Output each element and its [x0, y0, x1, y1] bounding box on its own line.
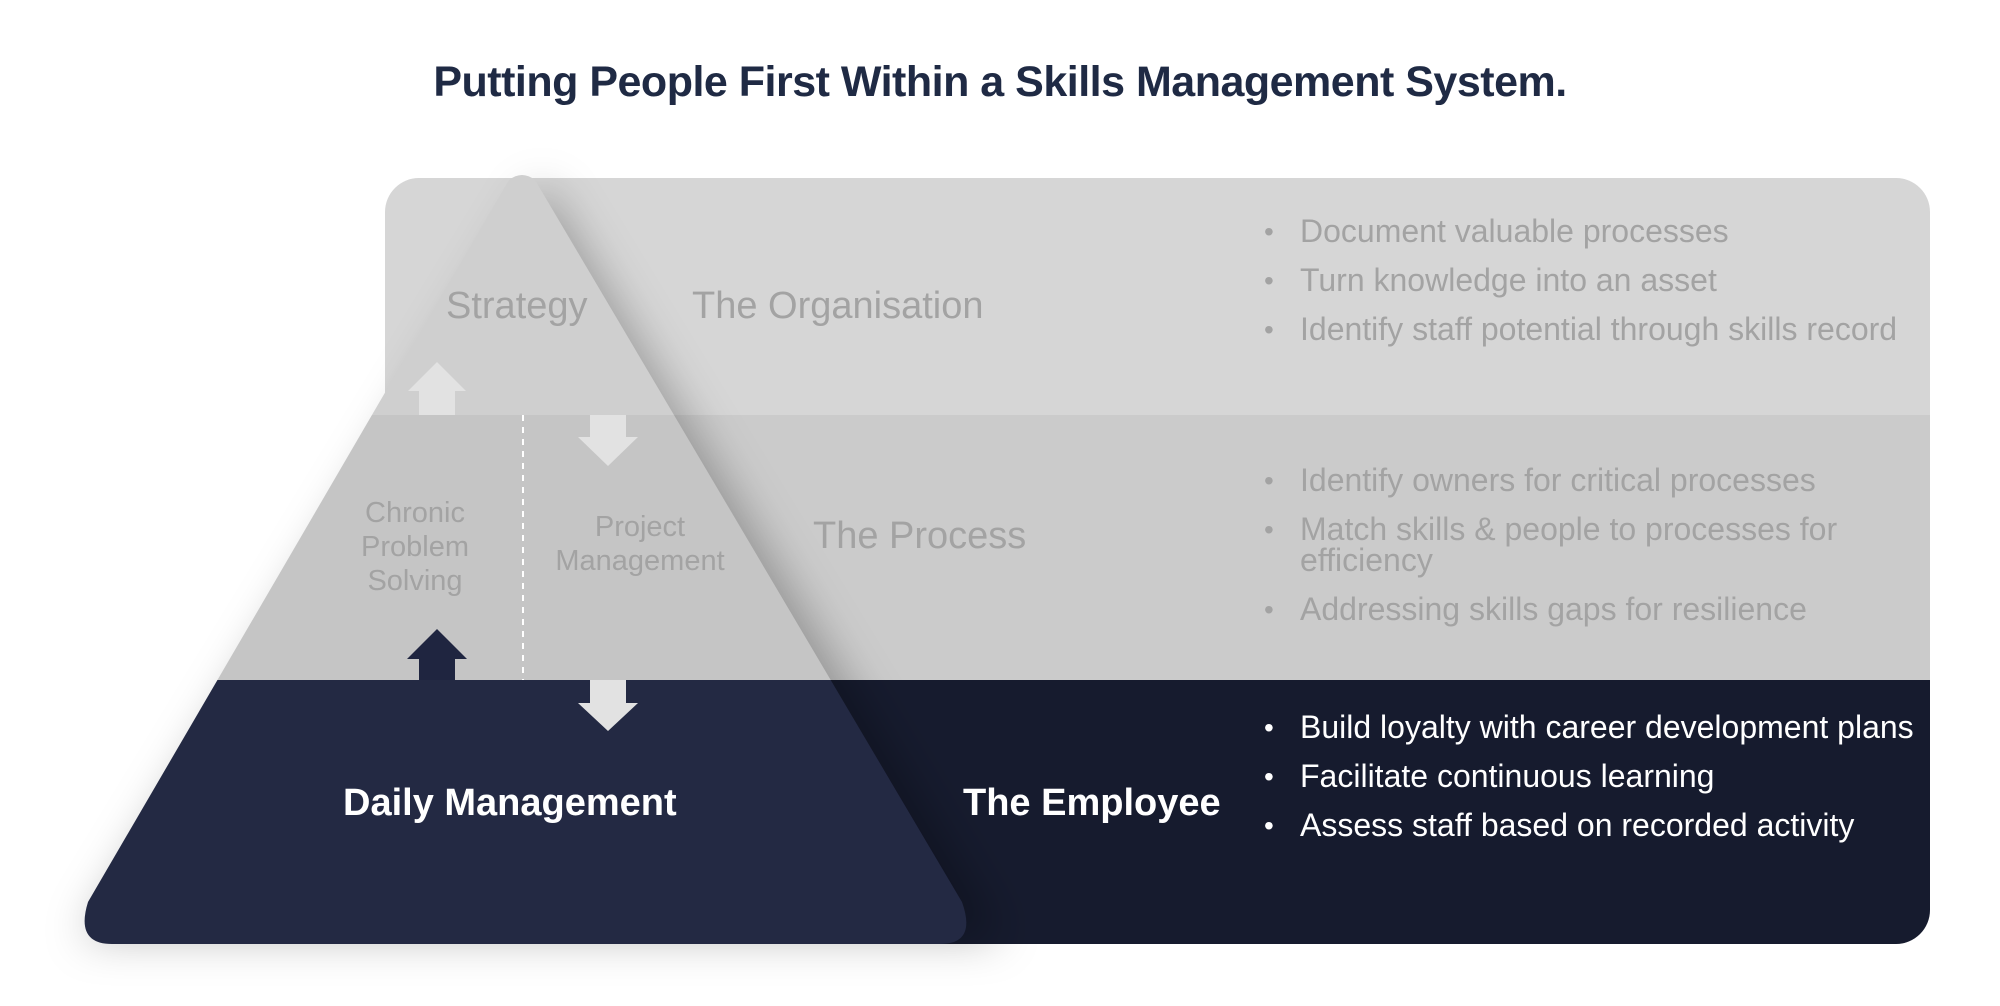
list-item: Identify owners for critical processes — [1264, 464, 1914, 496]
list-item: Match skills & people to processes for e… — [1264, 513, 1914, 576]
list-item: Facilitate continuous learning — [1264, 760, 1914, 792]
process-bullets: Identify owners for critical processes M… — [1264, 464, 1914, 643]
pyramid-tier-bottom — [84, 680, 967, 944]
up-arrow-top — [408, 362, 466, 415]
band-title-employee: The Employee — [963, 782, 1221, 824]
diagram-title: Putting People First Within a Skills Man… — [433, 58, 1567, 106]
up-arrow-bottom — [407, 629, 467, 680]
daily-management-label: Daily Management — [343, 782, 677, 824]
down-arrow-bottom — [578, 680, 638, 731]
organisation-bullets: Document valuable processes Turn knowled… — [1264, 215, 1914, 363]
list-item: Document valuable processes — [1264, 215, 1914, 247]
list-item: Identify staff potential through skills … — [1264, 313, 1914, 345]
band-title-process: The Process — [813, 515, 1027, 557]
project-management-label: Project Management — [555, 511, 725, 577]
list-item: Assess staff based on recorded activity — [1264, 809, 1914, 841]
list-item: Turn knowledge into an asset — [1264, 264, 1914, 296]
employee-bullets: Build loyalty with career development pl… — [1264, 711, 1914, 859]
down-arrow-top — [578, 415, 638, 466]
band-title-organisation: The Organisation — [692, 285, 984, 327]
list-item: Addressing skills gaps for resilience — [1264, 593, 1914, 625]
chronic-problem-solving-label: Chronic Problem Solving — [361, 497, 469, 597]
strategy-label: Strategy — [446, 285, 588, 327]
list-item: Build loyalty with career development pl… — [1264, 711, 1914, 743]
